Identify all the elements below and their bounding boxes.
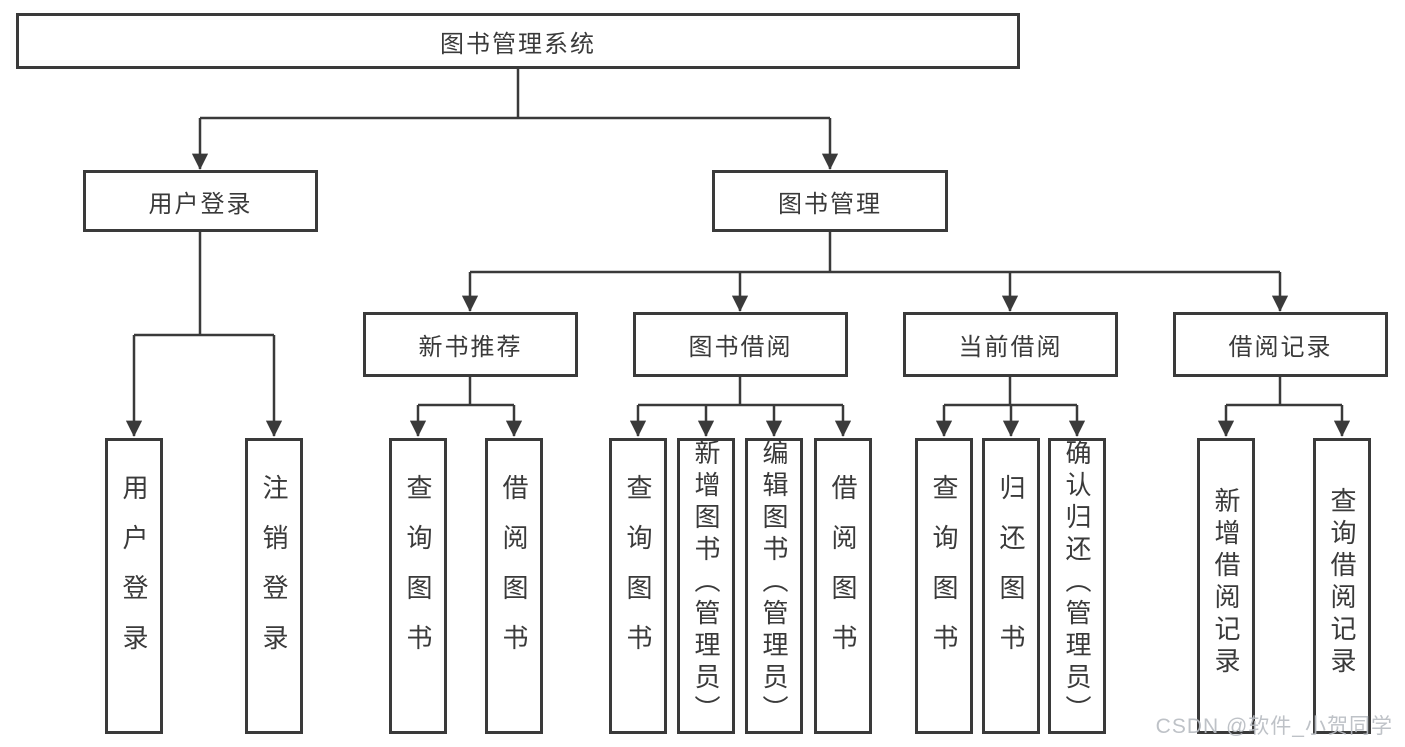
leaf-borrow-book-recommend: 借阅图书 — [485, 438, 543, 734]
node-label: 图书管理 — [778, 190, 882, 218]
leaf-query-book-recommend: 查询图书 — [389, 438, 447, 734]
leaf-query-borrow-record: 查询借阅记录 — [1313, 438, 1371, 734]
leaf-label: 注销登录 — [259, 474, 289, 674]
node-book-borrow: 图书借阅 — [633, 312, 848, 377]
leaf-logout-login: 注销登录 — [245, 438, 303, 734]
node-label: 图书管理系统 — [440, 30, 596, 58]
leaf-borrow-book-borrow: 借阅图书 — [814, 438, 872, 734]
leaf-query-book-borrow: 查询图书 — [609, 438, 667, 734]
leaf-label: 确认归还（管理员） — [1062, 439, 1092, 727]
node-new-book-recommend: 新书推荐 — [363, 312, 578, 377]
leaf-add-borrow-record: 新增借阅记录 — [1197, 438, 1255, 734]
leaf-label: 查询图书 — [929, 474, 959, 674]
leaf-label: 借阅图书 — [828, 474, 858, 674]
node-root-library-system: 图书管理系统 — [16, 13, 1020, 69]
leaf-label: 归还图书 — [996, 474, 1026, 674]
node-label: 用户登录 — [148, 190, 253, 218]
leaf-query-book-current: 查询图书 — [915, 438, 973, 734]
leaf-label: 查询图书 — [623, 474, 653, 674]
csdn-watermark: CSDN @软件_小贺同学 — [1155, 715, 1393, 738]
leaf-label: 新增借阅记录 — [1211, 487, 1241, 679]
leaf-edit-book-admin: 编辑图书（管理员） — [745, 438, 803, 734]
leaf-user-login: 用户登录 — [105, 438, 163, 734]
node-label: 图书借阅 — [688, 334, 793, 361]
tree-branch-lines — [134, 69, 1342, 407]
node-current-borrow: 当前借阅 — [903, 312, 1118, 377]
leaf-add-book-admin: 新增图书（管理员） — [677, 438, 735, 734]
node-label: 借阅记录 — [1228, 334, 1333, 361]
leaf-confirm-return-admin: 确认归还（管理员） — [1048, 438, 1106, 734]
node-label: 新书推荐 — [418, 334, 523, 361]
leaf-label: 借阅图书 — [499, 474, 529, 674]
arrow-stems — [125, 118, 1351, 437]
leaf-label: 编辑图书（管理员） — [759, 439, 789, 727]
leaf-label: 新增图书（管理员） — [691, 439, 721, 727]
leaf-label: 查询图书 — [403, 474, 433, 674]
leaf-return-book: 归还图书 — [982, 438, 1040, 734]
node-user-login: 用户登录 — [83, 170, 318, 232]
leaf-label: 用户登录 — [119, 474, 149, 674]
node-label: 当前借阅 — [958, 334, 1063, 361]
node-book-management: 图书管理 — [712, 170, 948, 232]
leaf-label: 查询借阅记录 — [1327, 487, 1357, 679]
node-borrow-records: 借阅记录 — [1173, 312, 1388, 377]
